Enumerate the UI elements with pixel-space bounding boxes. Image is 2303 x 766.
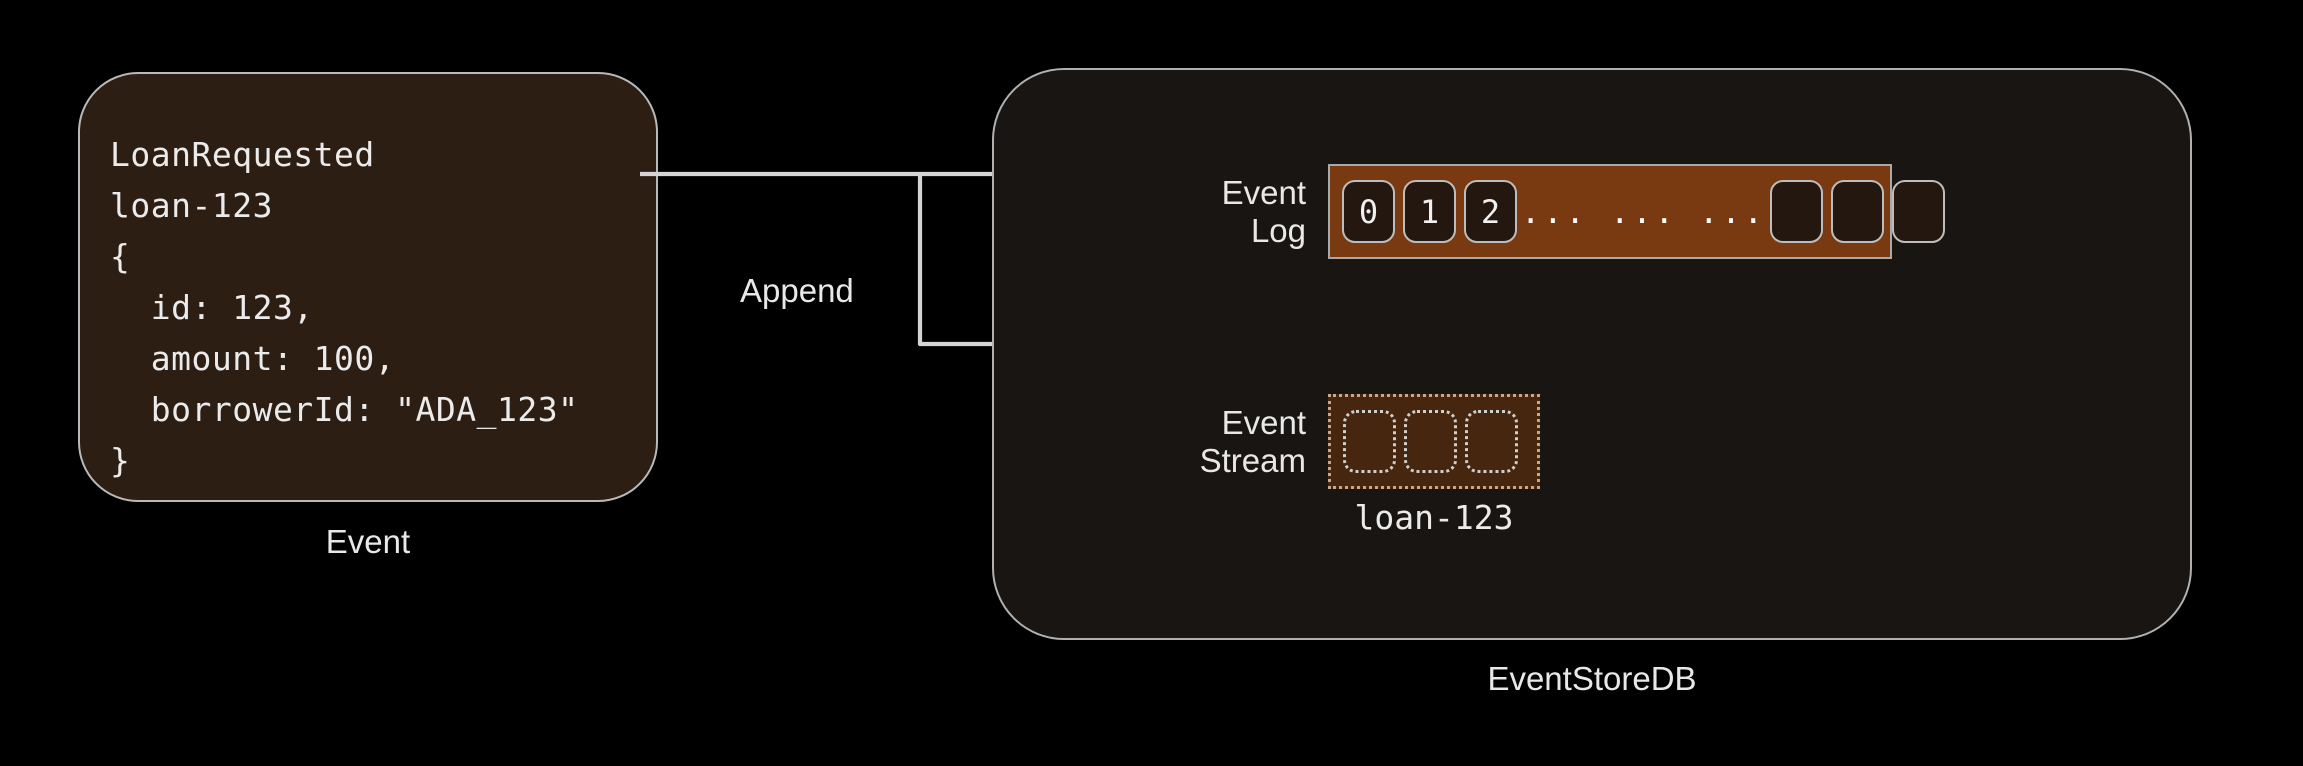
event-card-caption: Event bbox=[325, 523, 411, 560]
event-stream-row: Event Stream loan-123 bbox=[1158, 394, 1540, 537]
event-stream-cell[interactable] bbox=[1465, 410, 1518, 473]
event-log-empty-cell[interactable] bbox=[1769, 180, 1823, 243]
append-label: Append bbox=[740, 272, 854, 309]
event-stream-caption: loan-123 bbox=[1354, 498, 1514, 537]
event-log-empty-cell[interactable] bbox=[1891, 180, 1945, 243]
eventstoredb-container bbox=[992, 68, 2192, 640]
event-stream-cell[interactable] bbox=[1343, 410, 1396, 473]
event-stream-label: Event Stream bbox=[1199, 403, 1306, 479]
event-log-cell[interactable]: 2 bbox=[1464, 180, 1517, 243]
event-stream-bar bbox=[1328, 394, 1540, 489]
event-stream-cell[interactable] bbox=[1404, 410, 1457, 473]
event-card: LoanRequested loan-123 { id: 123, amount… bbox=[78, 72, 658, 502]
event-log-empty-cell[interactable] bbox=[1830, 180, 1884, 243]
event-stream-wrapper: loan-123 bbox=[1328, 394, 1540, 537]
eventstoredb-caption: EventStoreDB bbox=[1487, 660, 1697, 697]
event-payload-code: LoanRequested loan-123 { id: 123, amount… bbox=[110, 135, 579, 480]
event-log-bar: 0 1 2 ... ... ... bbox=[1328, 164, 1945, 259]
event-log-row: Event Log 0 1 2 ... ... ... bbox=[1158, 164, 1945, 259]
event-log-cell[interactable]: 0 bbox=[1342, 180, 1395, 243]
event-log-label: Event Log bbox=[1221, 173, 1306, 249]
event-log-ellipsis: ... ... ... bbox=[1521, 192, 1766, 231]
event-log-cell[interactable]: 1 bbox=[1403, 180, 1456, 243]
